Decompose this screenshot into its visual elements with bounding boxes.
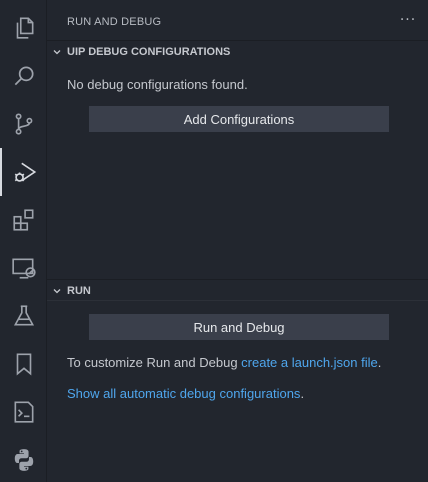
source-control-icon[interactable] bbox=[0, 100, 47, 148]
divider bbox=[47, 300, 428, 301]
customize-hint: To customize Run and Debug create a laun… bbox=[67, 355, 381, 370]
show-all-configurations: Show all automatic debug configurations. bbox=[67, 386, 304, 401]
search-icon[interactable] bbox=[0, 52, 47, 100]
remote-explorer-icon[interactable] bbox=[0, 244, 47, 292]
chevron-down-icon bbox=[47, 286, 67, 296]
activity-bar bbox=[0, 0, 47, 482]
uip-section-header[interactable]: UIP DEBUG CONFIGURATIONS bbox=[47, 40, 428, 62]
section-title: UIP DEBUG CONFIGURATIONS bbox=[67, 45, 231, 58]
sidebar-title: RUN AND DEBUG bbox=[67, 16, 162, 28]
chevron-down-icon bbox=[47, 47, 67, 57]
run-debug-sidebar: RUN AND DEBUG ··· UIP DEBUG CONFIGURATIO… bbox=[47, 0, 428, 482]
hint-suffix: . bbox=[377, 355, 382, 370]
testing-icon[interactable] bbox=[0, 292, 47, 340]
hint-text: To customize Run and Debug bbox=[67, 355, 242, 370]
run-and-debug-button[interactable]: Run and Debug bbox=[89, 314, 389, 340]
add-configurations-button[interactable]: Add Configurations bbox=[89, 106, 389, 132]
terminal-icon[interactable] bbox=[0, 388, 47, 436]
run-debug-icon[interactable] bbox=[0, 148, 47, 196]
create-launch-json-link[interactable]: create a launch.json file bbox=[241, 355, 378, 370]
extensions-icon[interactable] bbox=[0, 196, 47, 244]
section-title: RUN bbox=[67, 284, 91, 297]
no-configurations-message: No debug configurations found. bbox=[67, 77, 248, 92]
explorer-icon[interactable] bbox=[0, 4, 47, 52]
bookmarks-icon[interactable] bbox=[0, 340, 47, 388]
show-all-suffix: . bbox=[300, 386, 305, 401]
python-icon[interactable] bbox=[0, 436, 47, 482]
show-all-configurations-link[interactable]: Show all automatic debug configurations bbox=[67, 386, 301, 401]
more-actions-icon[interactable]: ··· bbox=[399, 12, 417, 28]
run-section-header[interactable]: RUN bbox=[47, 279, 428, 301]
